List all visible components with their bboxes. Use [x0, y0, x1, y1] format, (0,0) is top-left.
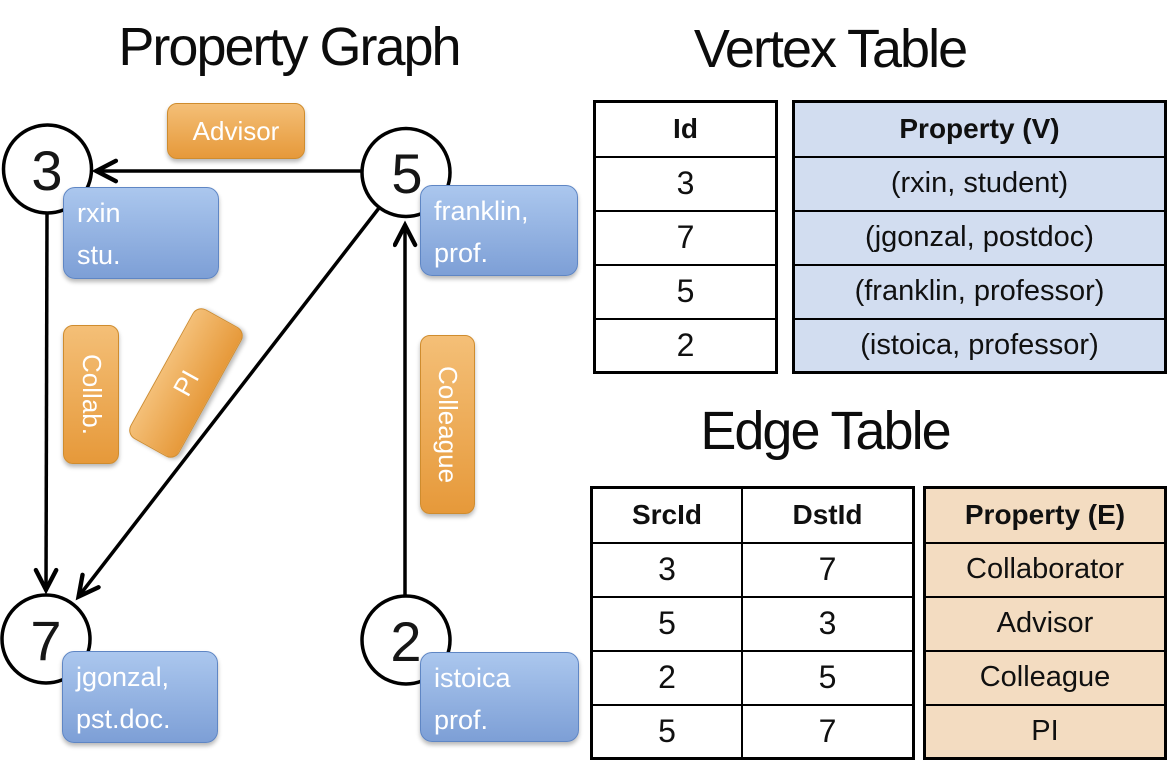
vertex-table-id-column: Id 3 7 5 2 — [593, 100, 778, 374]
node-property-box-franklin: franklin, prof. — [420, 185, 578, 276]
edge-label: Colleague — [433, 365, 463, 484]
edge-label: Advisor — [192, 115, 280, 146]
table-row: (franklin, professor) — [792, 263, 1167, 320]
edge-table-property-column: Property (E) Collaborator Advisor Collea… — [923, 486, 1167, 760]
edge-label: Collab. — [76, 354, 107, 435]
node-property-line1: rxin — [77, 198, 121, 228]
table-row: Colleague — [923, 649, 1167, 706]
node-property-box-istoica: istoica prof. — [420, 652, 579, 742]
vertex-table-property-column: Property (V) (rxin, student) (jgonzal, p… — [792, 100, 1167, 374]
node-property-box-rxin: rxin stu. — [63, 187, 219, 279]
edge-label-box-advisor: Advisor — [167, 103, 305, 159]
vertex-id-7: 7 — [30, 609, 61, 672]
node-property-line1: istoica — [434, 663, 511, 693]
table-row: (rxin, student) — [792, 155, 1167, 212]
vertex-id-3: 3 — [31, 139, 62, 202]
property-graph-title: Property Graph — [118, 17, 461, 77]
node-property-line1: franklin, — [434, 196, 529, 226]
vertex-col-header-id: Id — [593, 100, 778, 158]
node-property-line1: jgonzal, — [76, 662, 170, 692]
table-row: 2 5 — [590, 649, 915, 706]
table-row: Collaborator — [923, 541, 1167, 598]
table-row: (istoica, professor) — [792, 317, 1167, 374]
table-row: 5 — [593, 263, 778, 320]
edge-table-title: Edge Table — [700, 401, 951, 461]
table-row: 5 3 — [590, 595, 915, 652]
edge-col-header-srcid: SrcId — [590, 486, 743, 544]
table-row: 3 — [593, 155, 778, 212]
table-row: 2 — [593, 317, 778, 374]
node-property-line2: pst.doc. — [76, 704, 171, 734]
edge-pi-5-to-7 — [79, 206, 381, 596]
node-property-line2: prof. — [434, 238, 489, 268]
node-property-box-jgonzal: jgonzal, pst.doc. — [62, 651, 218, 743]
node-property-line2: prof. — [434, 705, 489, 735]
edge-label-box-colleague: Colleague — [420, 335, 475, 514]
edge-label: PI — [166, 364, 205, 401]
table-row: 7 — [593, 209, 778, 266]
table-row: (jgonzal, postdoc) — [792, 209, 1167, 266]
vertex-id-2: 2 — [390, 610, 421, 673]
node-property-line2: stu. — [77, 240, 121, 270]
vertex-table-title: Vertex Table — [693, 19, 968, 79]
edge-table-id-columns: SrcId DstId 3 7 5 3 2 5 5 7 — [590, 486, 915, 760]
table-row: 3 7 — [590, 541, 915, 598]
edge-col-header-dstid: DstId — [741, 486, 915, 544]
table-row: Advisor — [923, 595, 1167, 652]
edge-collaborator-3-to-7 — [46, 212, 47, 589]
vertex-id-5: 5 — [391, 142, 422, 205]
vertex-col-header-property: Property (V) — [792, 100, 1167, 158]
edge-label-box-collab: Collab. — [63, 325, 119, 464]
table-row: PI — [923, 703, 1167, 760]
edge-col-header-property: Property (E) — [923, 486, 1167, 544]
table-row: 5 7 — [590, 703, 915, 760]
